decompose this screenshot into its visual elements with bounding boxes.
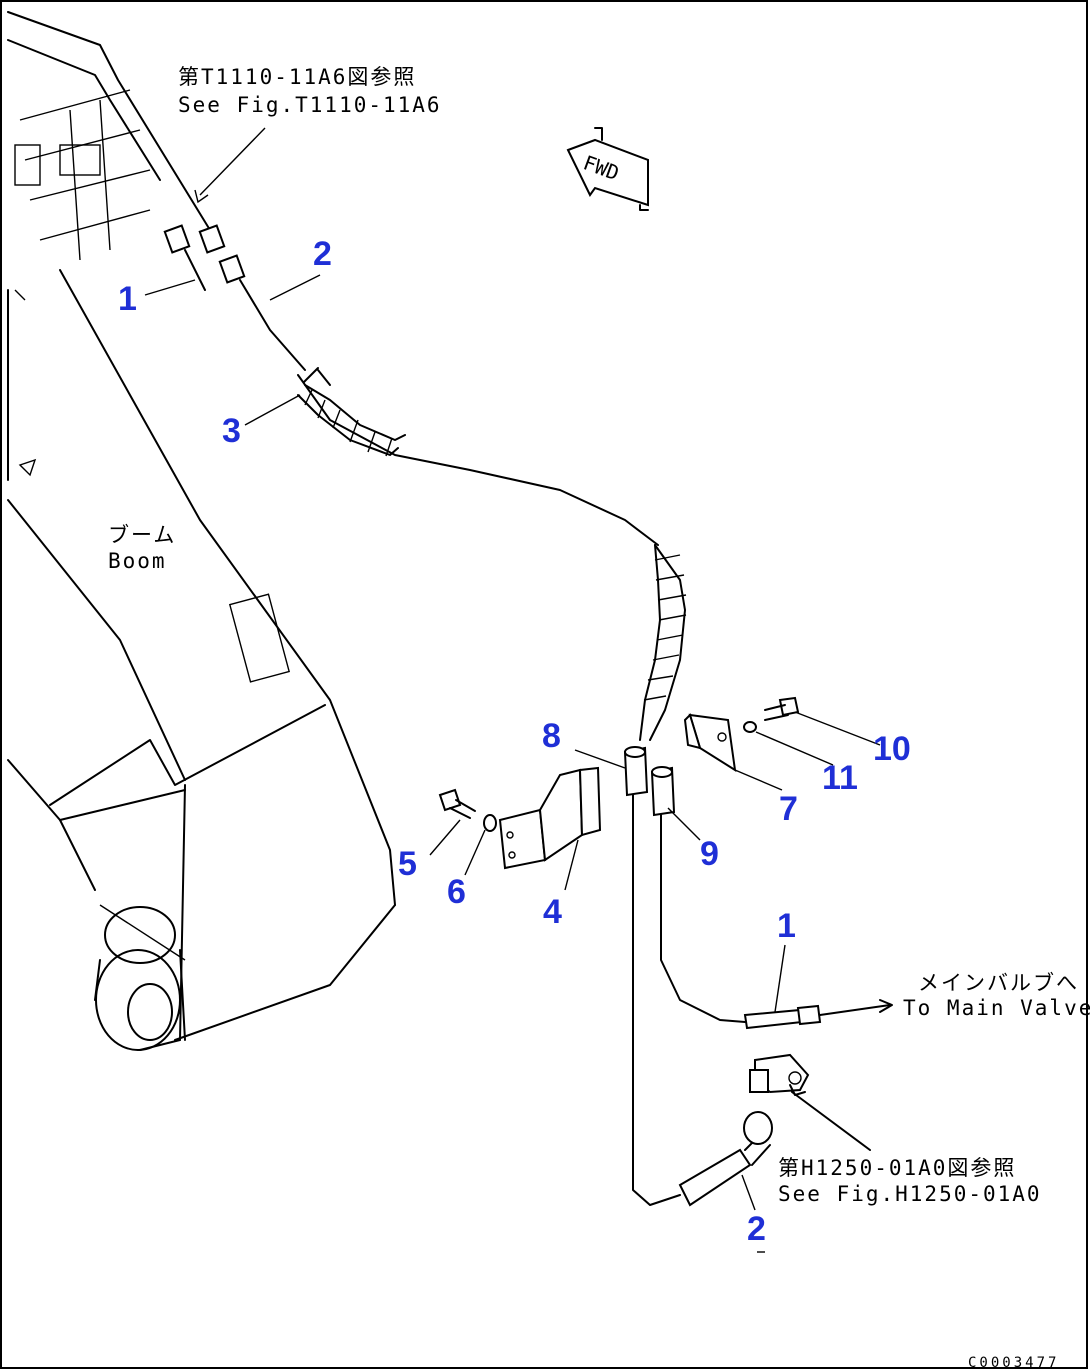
callout-2-bottom: 2 — [747, 1210, 766, 1248]
upper-fittings — [163, 224, 659, 546]
leader-lines — [144, 127, 881, 1211]
ref-bottom-en: See Fig.H1250-01A0 — [778, 1182, 1042, 1206]
callout-9: 9 — [700, 835, 719, 873]
callout-5: 5 — [398, 845, 417, 883]
callout-3: 3 — [222, 412, 241, 450]
callout-11: 11 — [822, 759, 858, 797]
boom-label-jp: ブーム — [108, 523, 176, 547]
callout-1-top: 1 — [118, 280, 137, 318]
boom-drawing — [7, 11, 396, 1051]
callout-7: 7 — [779, 790, 798, 828]
hose-spiral-guard — [639, 544, 687, 741]
lower-hoses — [632, 794, 893, 1207]
fwd-arrow-icon: FWD — [566, 127, 649, 211]
ref-bottom-jp: 第H1250-01A0図参照 — [778, 1156, 1016, 1180]
ref-top-en: See Fig.T1110-11A6 — [178, 93, 442, 117]
callout-6: 6 — [447, 873, 466, 911]
callout-10: 10 — [873, 730, 911, 768]
callout-1-bottom: 1 — [777, 907, 796, 945]
doc-id: C0003477 — [968, 1355, 1059, 1371]
callout-4: 4 — [543, 893, 562, 931]
boom-label-en: Boom — [108, 549, 167, 573]
callout-2-top: 2 — [313, 235, 332, 273]
main-valve-en: To Main Valve — [903, 996, 1090, 1020]
callout-8: 8 — [542, 717, 561, 755]
main-valve-jp: メインバルブへ — [918, 971, 1079, 995]
ref-top-jp: 第T1110-11A6図参照 — [178, 65, 416, 89]
clamp-assembly — [438, 696, 800, 870]
